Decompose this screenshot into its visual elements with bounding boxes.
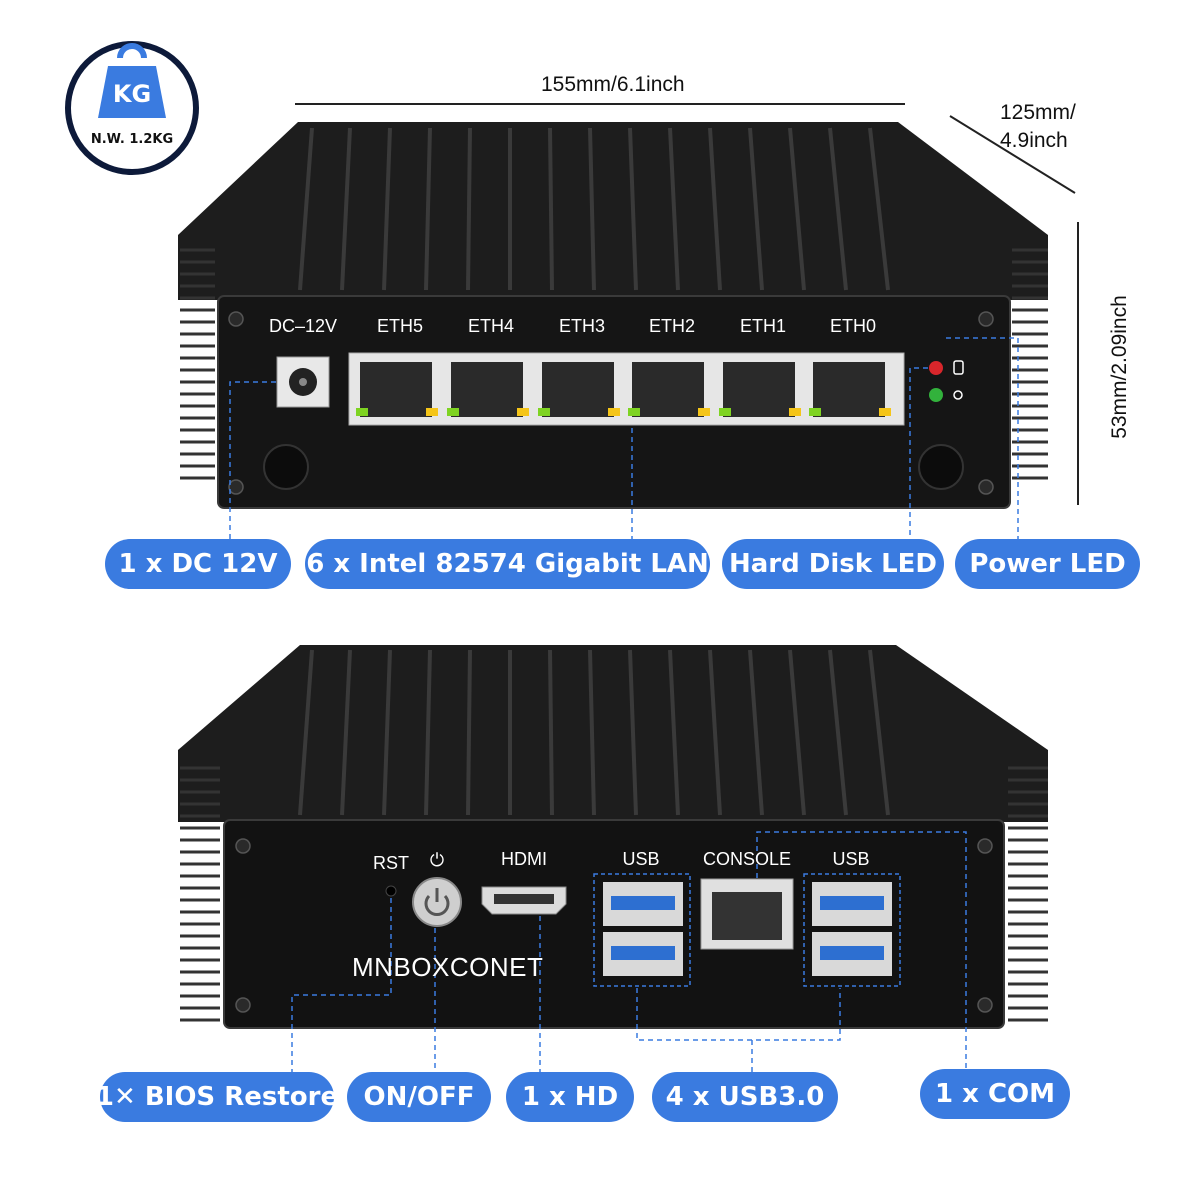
width-dimension: 155mm/6.1inch — [541, 73, 685, 96]
usb-left-label: USB — [622, 849, 660, 869]
callout-bios-restore: 1✕ BIOS Restore — [96, 1072, 338, 1122]
hdmi-label: HDMI — [501, 849, 547, 869]
weight-badge-graphic — [65, 41, 199, 175]
weight-badge: KG N.W. 1.2KG — [62, 38, 202, 178]
dc-label: DC–12V — [268, 316, 338, 336]
brand-label: MNBOXCONET — [352, 952, 544, 982]
antenna-left-icon — [263, 444, 309, 490]
callout-usb3: 4 x USB3.0 — [652, 1072, 838, 1122]
console-label: CONSOLE — [702, 849, 792, 869]
power-symbol-label: ⏻ — [429, 850, 445, 870]
eth4-label: ETH4 — [467, 316, 514, 336]
front-device — [178, 122, 1048, 540]
kettlebell-icon — [98, 66, 166, 118]
weight-unit: KG — [112, 80, 152, 108]
antenna-right-icon — [918, 444, 964, 490]
depth-dimension-line1: 125mm/ — [1000, 101, 1076, 124]
disk-symbol-icon — [953, 360, 964, 375]
eth0-label: ETH0 — [829, 316, 876, 336]
eth3-label: ETH3 — [558, 316, 605, 336]
callout-gigabit-lan: 6 x Intel 82574 Gigabit LAN — [305, 539, 710, 589]
dimension-lines — [295, 103, 1079, 505]
reset-hole-icon — [385, 885, 397, 897]
callout-hard-disk-led: Hard Disk LED — [722, 539, 944, 589]
weight-label: N.W. 1.2KG — [90, 132, 174, 147]
callout-power-led: Power LED — [955, 539, 1140, 589]
depth-dimension-line2: 4.9inch — [1000, 129, 1068, 152]
usb-right-label: USB — [832, 849, 870, 869]
eth1-label: ETH1 — [739, 316, 786, 336]
callout-dc-12v: 1 x DC 12V — [105, 539, 291, 589]
hdd-led-icon — [929, 361, 943, 375]
power-led-icon — [929, 388, 943, 402]
rst-label: RST — [373, 853, 409, 873]
bulb-symbol-icon — [953, 390, 963, 400]
callout-hd: 1 x HD — [506, 1072, 634, 1122]
eth2-label: ETH2 — [648, 316, 695, 336]
callout-on-off: ON/OFF — [347, 1072, 491, 1122]
callout-com: 1 x COM — [920, 1069, 1070, 1119]
back-device — [178, 645, 1048, 1075]
eth5-label: ETH5 — [376, 316, 423, 336]
